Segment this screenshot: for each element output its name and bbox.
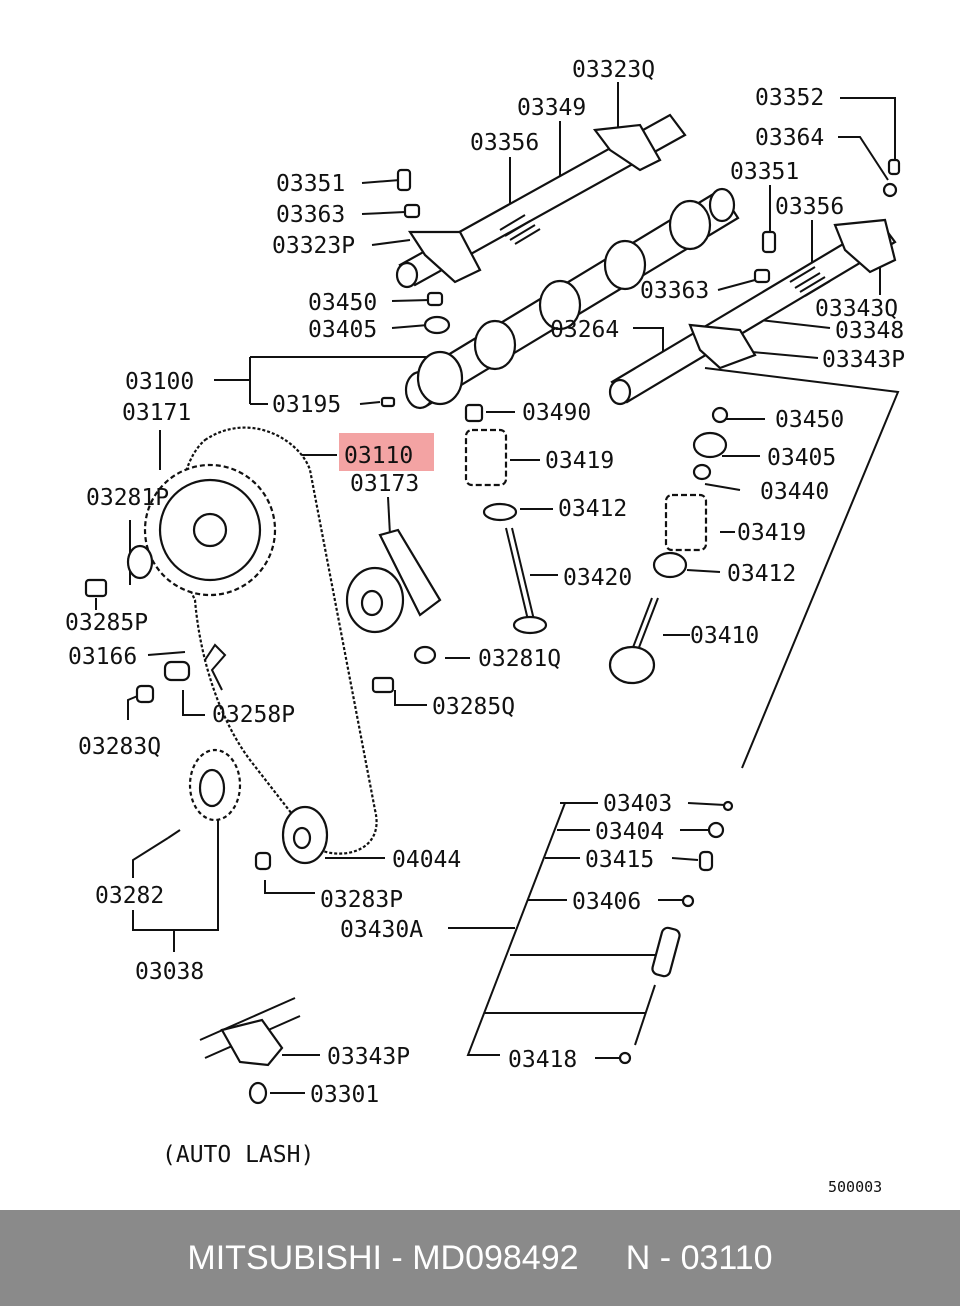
label-03323P[interactable]: 03323P: [272, 233, 355, 259]
rocker-shaft-upper: [395, 113, 687, 289]
label-03418[interactable]: 03418: [508, 1047, 577, 1073]
label-03348[interactable]: 03348: [835, 318, 904, 344]
selected-part-highlight: [339, 433, 434, 471]
label-03038[interactable]: 03038: [135, 959, 204, 985]
label-03281P[interactable]: 03281P: [86, 485, 169, 511]
label-03403[interactable]: 03403: [603, 791, 672, 817]
idler-pulley: [281, 805, 329, 865]
label-03166[interactable]: 03166: [68, 644, 137, 670]
separator: -: [650, 1238, 681, 1277]
brand-name: MITSUBISHI: [187, 1238, 382, 1277]
lash-adjuster-parts: [618, 800, 734, 1065]
label-03419-right[interactable]: 03419: [737, 520, 806, 546]
label-03450-right[interactable]: 03450: [775, 407, 844, 433]
rocker-shaft-right: [608, 218, 897, 406]
label-03405[interactable]: 03405: [308, 317, 377, 343]
label-03173[interactable]: 03173: [350, 471, 419, 497]
label-03363[interactable]: 03363: [276, 202, 345, 228]
label-03282[interactable]: 03282: [95, 883, 164, 909]
leader-lines: [95, 82, 900, 1094]
label-03110[interactable]: 03110: [344, 443, 413, 469]
label-03343P-inset[interactable]: 03343P: [327, 1044, 410, 1070]
label-03258P[interactable]: 03258P: [212, 702, 295, 728]
label-03171[interactable]: 03171: [122, 400, 191, 426]
auto-lash-inset: [199, 997, 301, 1105]
label-03285Q[interactable]: 03285Q: [432, 694, 515, 720]
label-03285P[interactable]: 03285P: [65, 610, 148, 636]
label-03195[interactable]: 03195: [272, 392, 341, 418]
label-03356-right[interactable]: 03356: [775, 194, 844, 220]
label-03281Q[interactable]: 03281Q: [478, 646, 561, 672]
label-03356[interactable]: 03356: [470, 130, 539, 156]
valve-train-right: [608, 431, 728, 685]
label-03415[interactable]: 03415: [585, 847, 654, 873]
label-03490[interactable]: 03490: [522, 400, 591, 426]
valve-train-center: [464, 428, 548, 635]
label-03351[interactable]: 03351: [276, 171, 345, 197]
auto-lash-caption: (AUTO LASH): [162, 1142, 314, 1168]
label-03349[interactable]: 03349: [517, 95, 586, 121]
crankshaft-sprocket: [188, 748, 242, 822]
label-03264[interactable]: 03264: [550, 317, 619, 343]
camshaft: [404, 187, 740, 410]
label-03283Q[interactable]: 03283Q: [78, 734, 161, 760]
exploded-parts-diagram: 03323Q 03349 03356 03351 03363 03323P 03…: [65, 57, 905, 1196]
label-03450[interactable]: 03450: [308, 290, 377, 316]
diagram-code: 500003: [828, 1178, 882, 1196]
camshaft-sprocket: [143, 463, 277, 597]
label-03364[interactable]: 03364: [755, 125, 824, 151]
label-03404[interactable]: 03404: [595, 819, 664, 845]
label-03405-right[interactable]: 03405: [767, 445, 836, 471]
label-03323Q[interactable]: 03323Q: [572, 57, 655, 83]
small-parts-top: [380, 158, 901, 424]
label-03343P[interactable]: 03343P: [822, 347, 905, 373]
label-03430A[interactable]: 03430A: [340, 917, 423, 943]
label-03440[interactable]: 03440: [760, 479, 829, 505]
position-reference: 03110: [680, 1238, 773, 1277]
label-03419[interactable]: 03419: [545, 448, 614, 474]
label-03412-right[interactable]: 03412: [727, 561, 796, 587]
spacer: [579, 1239, 626, 1278]
part-info-footer: MITSUBISHI - MD098492 N - 03110: [0, 1210, 960, 1306]
label-04044[interactable]: 04044: [392, 847, 461, 873]
label-03352[interactable]: 03352: [755, 85, 824, 111]
small-parts-left: [84, 544, 437, 871]
label-03420[interactable]: 03420: [563, 565, 632, 591]
label-03100[interactable]: 03100: [125, 369, 194, 395]
label-03283P[interactable]: 03283P: [320, 887, 403, 913]
tensioner: [345, 528, 442, 634]
label-03410[interactable]: 03410: [690, 623, 759, 649]
label-03406[interactable]: 03406: [572, 889, 641, 915]
label-03301[interactable]: 03301: [310, 1082, 379, 1108]
separator: -: [381, 1238, 413, 1277]
position-prefix: N: [625, 1238, 651, 1277]
label-03363-right[interactable]: 03363: [640, 278, 709, 304]
label-03412[interactable]: 03412: [558, 496, 627, 522]
label-03351-right[interactable]: 03351: [730, 159, 799, 185]
part-number: MD098492: [412, 1238, 579, 1277]
label-03343Q[interactable]: 03343Q: [815, 296, 898, 322]
